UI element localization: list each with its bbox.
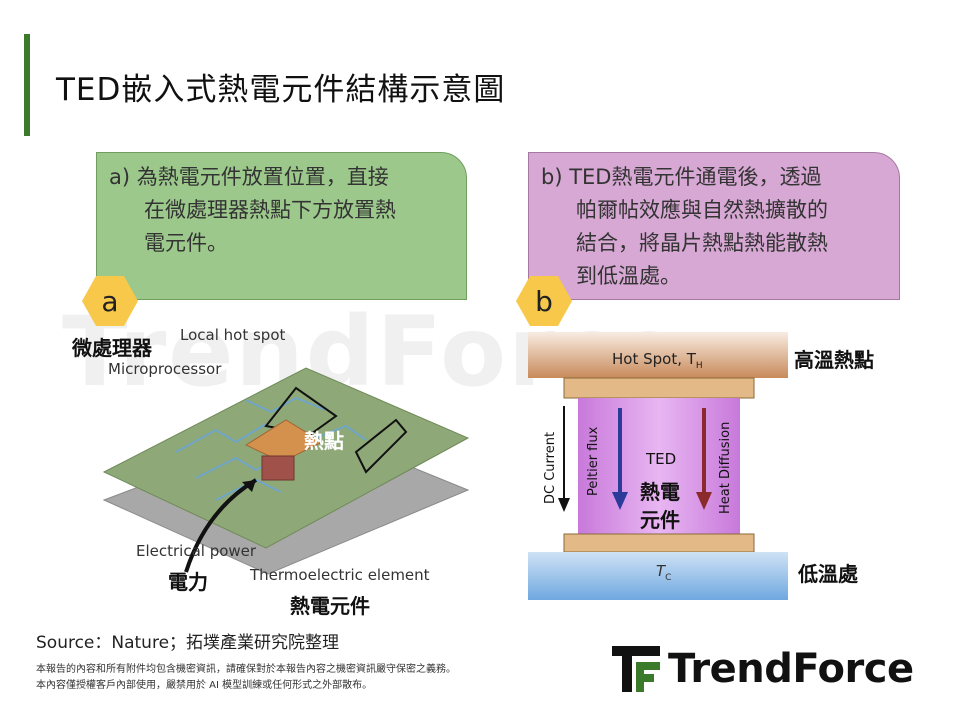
label-hot-spot-zh: 熱點 [304, 429, 344, 453]
dc-current-arrowhead [558, 498, 570, 512]
badge-a: a [82, 276, 138, 326]
label-electrical-power-zh: 電力 [168, 570, 208, 594]
callout-b: b) TED熱電元件通電後，透過 帕爾帖效應與自然熱擴散的 結合，將晶片熱點熱能… [528, 152, 900, 300]
power-arrow-head [242, 480, 256, 492]
label-heat-diffusion: Heat Diffusion [718, 421, 733, 514]
label-ted: TED [646, 450, 677, 468]
bottom-copper-plate [563, 533, 755, 553]
callout-b-line-1: b) TED熱電元件通電後，透過 [541, 165, 822, 189]
label-thermoelectric-en: Thermoelectric element [250, 566, 430, 584]
label-high-temp-zh: 高溫熱點 [794, 348, 874, 372]
page-title: TED嵌入式熱電元件結構示意圖 [56, 72, 506, 108]
label-microprocessor-en: Microprocessor [108, 360, 222, 378]
label-tc: TC [656, 562, 672, 583]
label-thermoelectric-zh: 熱電元件 [290, 594, 370, 618]
power-arrow-line [184, 478, 258, 573]
callout-b-line-2: 帕爾帖效應與自然熱擴散的 [576, 198, 828, 222]
hot-spot-outline-2 [354, 418, 408, 474]
label-peltier-flux: Peltier flux [586, 426, 601, 496]
brand-name: TrendForce [668, 646, 914, 692]
figure-a-diagram [102, 367, 470, 575]
label-low-temp-zh: 低溫處 [798, 562, 858, 586]
label-ted-zh-1: 熱電 [640, 480, 680, 504]
thermoelectric-element [261, 455, 295, 481]
disclaimer-line-2: 本內容僅授權客戶內部使用，嚴禁用於 AI 模型訓練或任何形式之外部散布。 [36, 680, 373, 691]
figure-b-diagram [528, 332, 788, 600]
label-ted-zh-2: 元件 [640, 508, 680, 532]
title-accent-bar [24, 34, 30, 136]
callout-a-line-2: 在微處理器熱點下方放置熱 [144, 198, 396, 222]
ted-block [578, 398, 740, 534]
cold-layer [528, 552, 788, 600]
callout-a-line-3: 電元件。 [144, 231, 228, 255]
label-dc-current: DC Current [543, 431, 558, 504]
disclaimer-line-1: 本報告的內容和所有附件均包含機密資訊，請確保對於本報告內容之機密資訊嚴守保密之義… [36, 664, 456, 675]
callout-b-line-3: 結合，將晶片熱點熱能散熱 [576, 231, 828, 255]
callout-a: a) 為熱電元件放置位置，直接 在微處理器熱點下方放置熱 電元件。 [96, 152, 467, 300]
label-hot-spot-th: Hot Spot, TH [612, 350, 703, 371]
callout-a-line-1: a) 為熱電元件放置位置，直接 [109, 165, 389, 189]
heat-diffusion-arrowhead [696, 492, 712, 510]
brand-logo: TrendForce [612, 646, 914, 692]
peltier-arrowhead [612, 492, 628, 510]
hot-spot-layer [528, 332, 788, 378]
callout-b-line-4: 到低溫處。 [576, 264, 681, 288]
source-text: Source：Nature；拓墣產業研究院整理 [36, 633, 340, 653]
trendforce-logo-icon [612, 646, 660, 692]
label-local-hot-spot: Local hot spot [180, 326, 286, 344]
label-microprocessor-zh: 微處理器 [72, 336, 152, 360]
label-electrical-power-en: Electrical power [136, 542, 257, 560]
top-copper-plate [563, 377, 755, 399]
